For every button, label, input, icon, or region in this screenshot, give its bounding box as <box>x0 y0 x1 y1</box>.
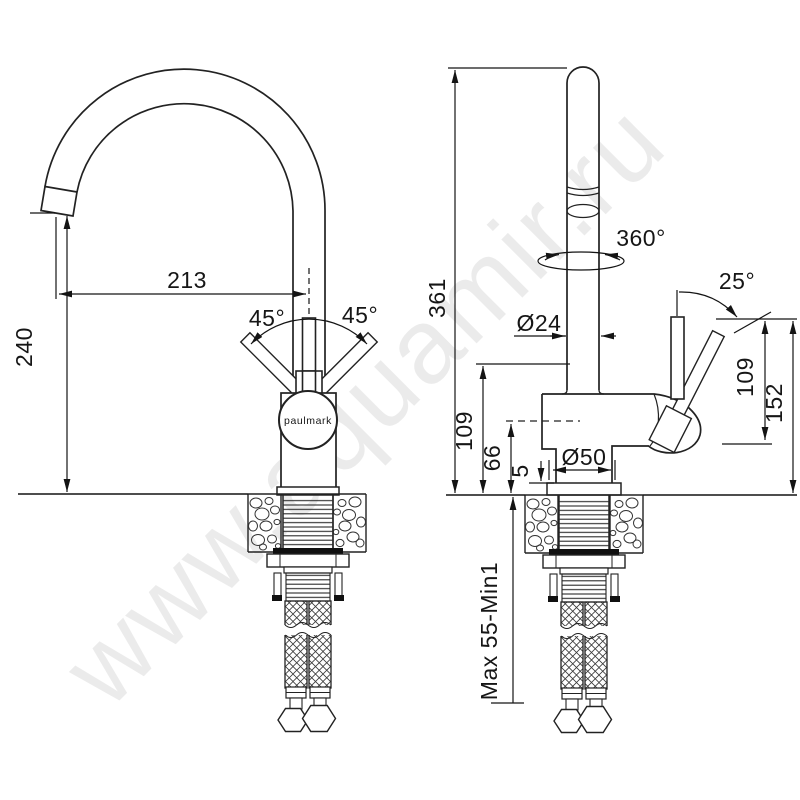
angle-25-label: 25° <box>719 268 755 294</box>
handle-ghost-tilted <box>648 329 726 454</box>
dia-50-label: Ø50 <box>562 444 607 470</box>
dim-max55-label: Max 55-Min1 <box>476 562 502 700</box>
spout-gooseneck <box>40 68 326 393</box>
angle-45-right-label: 45° <box>342 302 378 328</box>
side-view <box>506 66 726 734</box>
handle-lever-front <box>295 317 323 395</box>
ref-line-25-diagonal <box>733 311 772 334</box>
handle-lever-side <box>670 316 685 400</box>
front-view-dimensions <box>18 212 368 495</box>
angle-45-left-label: 45° <box>249 305 285 331</box>
dim-66-label: 66 <box>479 445 505 472</box>
arc-360-swivel <box>537 251 625 271</box>
handle-side <box>648 316 726 454</box>
dim-361-label: 361 <box>424 278 450 318</box>
faucet-body-front <box>276 390 340 496</box>
dim-240-label: 240 <box>11 327 37 367</box>
arc-45-swing <box>250 318 368 345</box>
dim-152-label: 152 <box>761 383 787 423</box>
ext-ticks-dia50 <box>548 460 616 480</box>
angle-360-label: 360° <box>616 225 666 251</box>
dim-5-label: 5 <box>507 464 533 477</box>
dim-109-right-label: 109 <box>732 357 758 397</box>
side-view-dimensions <box>446 67 797 704</box>
front-view: paulmark <box>40 68 379 733</box>
faucet-body-side <box>506 393 702 496</box>
brand-logo: paulmark <box>284 415 332 427</box>
spout-pipe-side <box>561 66 605 395</box>
dia-24-label: Ø24 <box>517 310 562 336</box>
arc-25-tilt <box>678 291 738 318</box>
swivel-arrow-right <box>604 252 621 261</box>
swivel-arrow-left <box>544 252 560 261</box>
dim-109-left-label: 109 <box>451 411 477 451</box>
dim-213-label: 213 <box>167 267 207 293</box>
handle-front <box>239 317 379 407</box>
